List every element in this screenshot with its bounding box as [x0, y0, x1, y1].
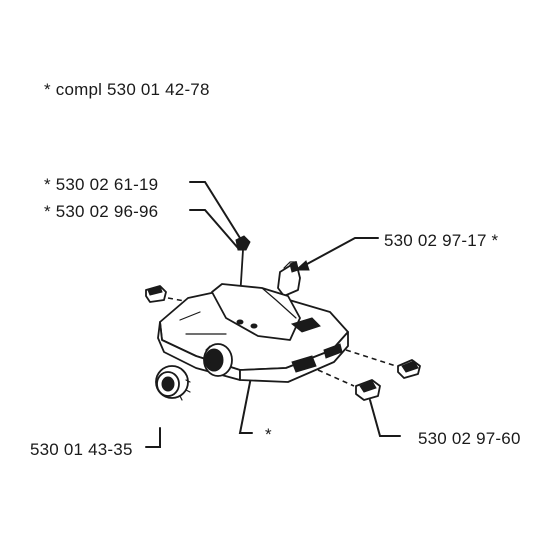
oil-tank — [157, 283, 349, 383]
filler-neck — [203, 343, 233, 377]
vent-leader-arrow — [294, 260, 310, 271]
assembly-part-number: * compl 530 01 42-78 — [44, 80, 210, 99]
screw-part-number: * 530 02 61-19 — [44, 175, 158, 194]
tank-marker: * — [265, 425, 272, 444]
buffer-leader — [369, 399, 401, 437]
tank-leader — [238, 371, 253, 434]
buffer-bottom-right — [355, 379, 381, 401]
vent-leader — [295, 237, 379, 271]
screw-leader — [189, 181, 241, 239]
oil-cap — [155, 365, 191, 401]
buffer-top-left — [145, 285, 167, 303]
cap-part-number: 530 01 43-35 — [30, 440, 133, 459]
vent-valve — [277, 261, 301, 297]
washer-leader — [189, 209, 239, 249]
cap-leader — [145, 427, 161, 448]
vent-part-number: 530 02 97-17 * — [384, 231, 499, 250]
washer-part-number: * 530 02 96-96 — [44, 202, 158, 221]
buffer-part-number: 530 02 97-60 — [418, 429, 521, 448]
buffer-right — [397, 359, 421, 379]
